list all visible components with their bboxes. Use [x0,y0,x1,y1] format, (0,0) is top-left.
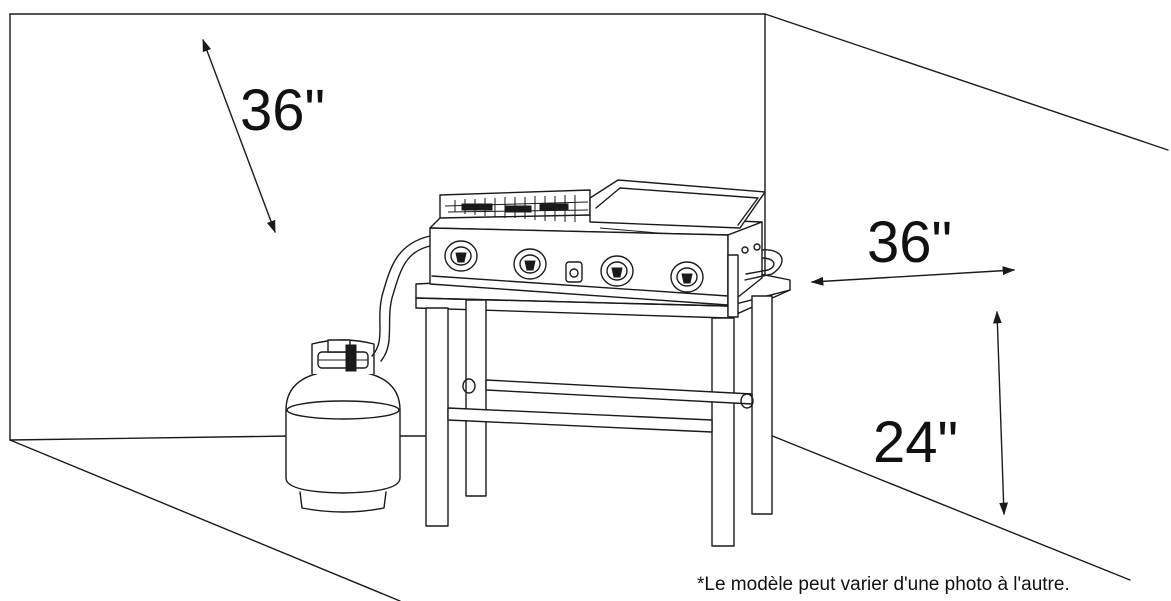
top-clearance-arrow [202,38,276,234]
side-clearance-label: 36" [867,210,952,275]
top-clearance-label: 36" [240,78,325,143]
burner-knob-1 [444,240,478,272]
disclaimer-text: *Le modèle peut varier d'une photo à l'a… [697,574,1070,595]
height-clearance-arrow [992,310,1009,516]
grill [429,179,783,318]
gas-hose [371,235,431,362]
propane-tank [285,339,401,513]
dimension-arrows [202,38,1016,516]
igniter-button [565,261,583,283]
burner-knob-4 [670,261,704,293]
height-clearance-label: 24" [873,410,958,475]
grill-grates [444,195,589,222]
side-connector [727,243,783,318]
burner-knob-3 [600,255,634,287]
side-clearance-arrow [810,266,1016,286]
room-walls [9,13,1169,601]
burner-knob-2 [513,248,547,280]
